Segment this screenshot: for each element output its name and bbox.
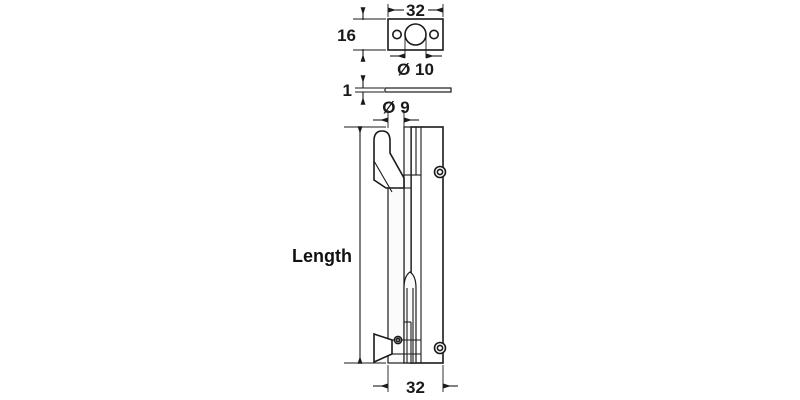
fixing-screw-hole-upper-inner (436, 168, 444, 176)
lever-arm-upper (373, 130, 405, 189)
dimension-bolt-diameter: Ø 9 (373, 98, 419, 128)
screw-hole-left-circle (391, 29, 402, 40)
fixing-screw-hole-lower-inner (436, 344, 444, 352)
dim-label-hole-diameter: Ø 10 (397, 60, 434, 79)
dim-label-body-width: 32 (406, 378, 425, 397)
dim-label-plate-thickness: 1 (343, 81, 352, 100)
dimension-body-width: 32 (373, 365, 458, 397)
dimension-body-length: Length (292, 126, 386, 364)
dim-label-plate-height: 16 (337, 26, 356, 45)
bolt-hole-circle (404, 23, 427, 46)
plate-thickness-view (384, 87, 452, 93)
lever-arm-inner-line (373, 160, 393, 193)
actuator-pivot-inner (395, 337, 401, 343)
dimension-plate-thickness: 1 (343, 75, 384, 105)
dim-label-plate-width: 32 (406, 1, 425, 20)
dim-label-body-length: Length (292, 246, 352, 266)
dimension-plate-height: 16 (337, 7, 386, 62)
bolt-rod-slot (403, 271, 417, 364)
bolt-body-view (373, 126, 447, 364)
dimension-hole-diameter: Ø 10 (390, 36, 442, 79)
dimension-plate-width: 32 (387, 1, 444, 20)
plate-edge-outline (384, 87, 452, 93)
top-plate-view (387, 18, 444, 51)
dim-label-bolt-diameter: Ø 9 (382, 98, 409, 117)
screw-hole-right-circle (428, 29, 439, 40)
